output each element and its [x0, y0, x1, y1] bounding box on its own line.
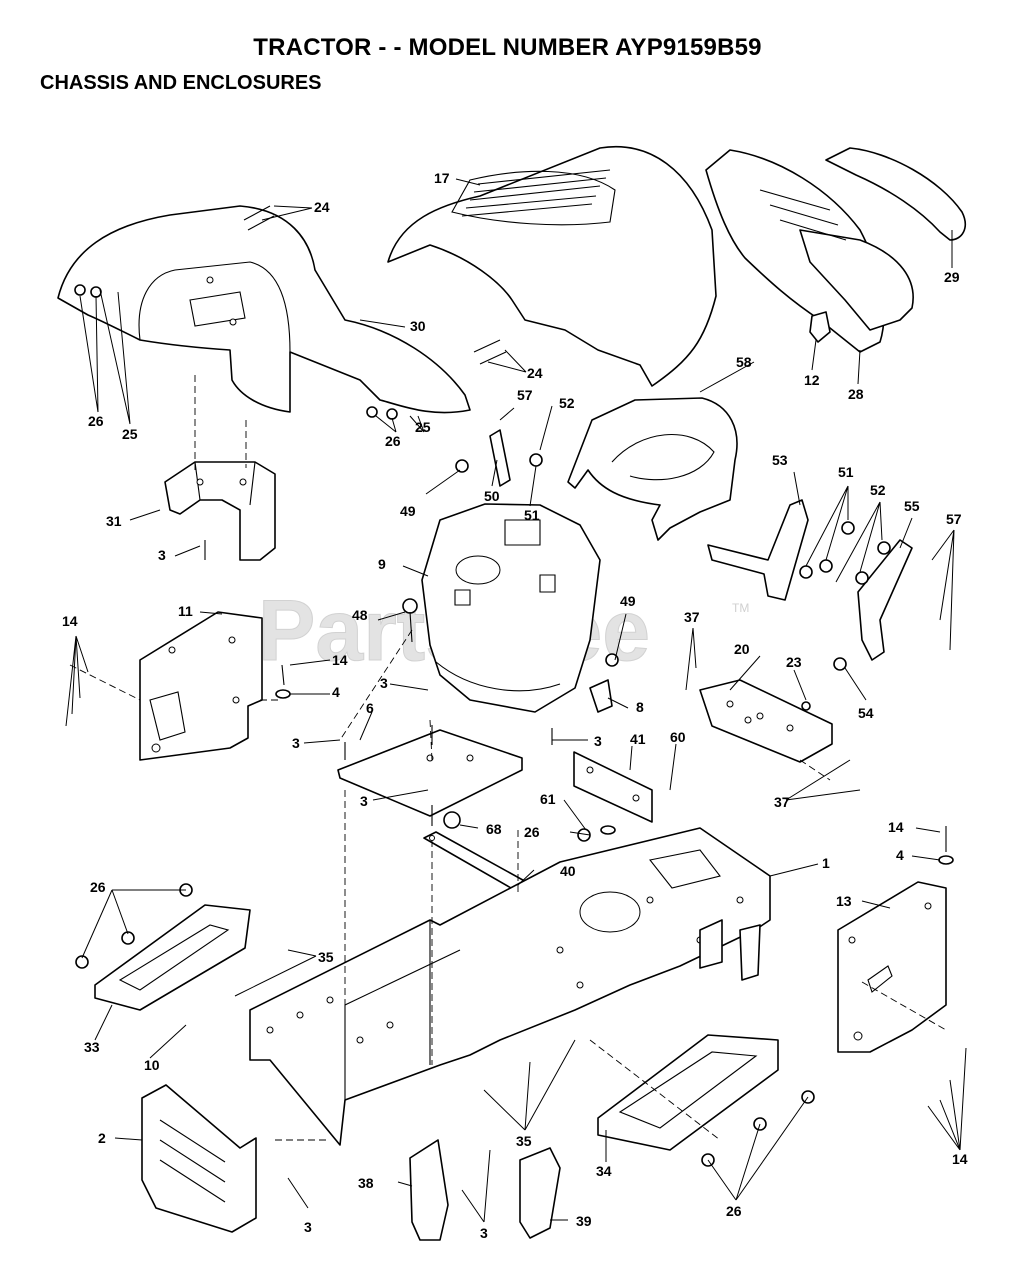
callout-48[interactable]: 48: [352, 607, 368, 623]
callout-23[interactable]: 23: [786, 654, 802, 670]
callout-4[interactable]: 4: [332, 684, 340, 700]
callout-33[interactable]: 33: [84, 1039, 100, 1055]
section-title: CHASSIS AND ENCLOSURES: [40, 72, 322, 94]
dash-panel-part[interactable]: [421, 503, 601, 713]
callout-26[interactable]: 26: [385, 433, 401, 449]
callout-58[interactable]: 58: [736, 354, 752, 370]
right-side-panel-part[interactable]: [837, 881, 947, 1053]
callout-41[interactable]: 41: [630, 731, 646, 747]
main-frame-part[interactable]: [249, 827, 771, 1146]
callout-26[interactable]: 26: [88, 413, 104, 429]
hitch-bracket-right-part[interactable]: [519, 1147, 561, 1239]
callout-29[interactable]: 29: [944, 269, 960, 285]
callout-3[interactable]: 3: [292, 735, 300, 751]
watermark-trademark: TM: [732, 601, 749, 615]
hitch-bracket-left-part[interactable]: [409, 1139, 449, 1241]
callout-54[interactable]: 54: [858, 705, 874, 721]
steering-bracket-part[interactable]: [707, 499, 809, 601]
callout-9[interactable]: 9: [378, 556, 386, 572]
assembly-lines: [69, 375, 947, 1141]
front-plate-part[interactable]: [141, 1084, 257, 1233]
callout-35[interactable]: 35: [516, 1133, 532, 1149]
callout-14[interactable]: 14: [62, 613, 78, 629]
hardware-fasteners: [74, 205, 954, 1167]
support-bracket-part[interactable]: [857, 539, 913, 661]
callout-60[interactable]: 60: [670, 729, 686, 745]
right-footrest-part[interactable]: [597, 1034, 779, 1151]
callout-3[interactable]: 3: [360, 793, 368, 809]
callout-1[interactable]: 1: [822, 855, 830, 871]
callout-57[interactable]: 57: [517, 387, 533, 403]
callout-31[interactable]: 31: [106, 513, 122, 529]
callout-25[interactable]: 25: [415, 419, 431, 435]
callout-3[interactable]: 3: [480, 1225, 488, 1241]
callout-13[interactable]: 13: [836, 893, 852, 909]
callout-26[interactable]: 26: [726, 1203, 742, 1219]
callout-11[interactable]: 11: [178, 603, 193, 619]
callout-51[interactable]: 51: [838, 464, 854, 480]
callout-2[interactable]: 2: [98, 1130, 106, 1146]
callout-28[interactable]: 28: [848, 386, 864, 402]
callout-14[interactable]: 14: [332, 652, 348, 668]
callout-24[interactable]: 24: [527, 365, 543, 381]
callout-14[interactable]: 14: [952, 1151, 968, 1167]
page-title: TRACTOR - - MODEL NUMBER AYP9159B59: [253, 34, 762, 61]
callout-20[interactable]: 20: [734, 641, 750, 657]
callout-55[interactable]: 55: [904, 498, 920, 514]
callout-49[interactable]: 49: [400, 503, 416, 519]
side-panel-part[interactable]: [825, 147, 966, 241]
grille-housing-part[interactable]: [705, 149, 914, 353]
callout-52[interactable]: 52: [559, 395, 575, 411]
dash-bracket-part[interactable]: [164, 461, 276, 561]
callout-3[interactable]: 3: [158, 547, 166, 563]
callout-39[interactable]: 39: [576, 1213, 592, 1229]
callout-leaders: [65, 178, 967, 1223]
callout-26[interactable]: 26: [524, 824, 540, 840]
callout-17[interactable]: 17: [434, 170, 450, 186]
callout-38[interactable]: 38: [358, 1175, 374, 1191]
callout-3[interactable]: 3: [304, 1219, 312, 1235]
callout-35[interactable]: 35: [318, 949, 334, 965]
callout-30[interactable]: 30: [410, 318, 426, 334]
callout-40[interactable]: 40: [560, 863, 576, 879]
fender-panel-part[interactable]: [57, 205, 471, 414]
callout-8[interactable]: 8: [636, 699, 644, 715]
callout-37[interactable]: 37: [684, 609, 700, 625]
callout-25[interactable]: 25: [122, 426, 138, 442]
callout-68[interactable]: 68: [486, 821, 502, 837]
callout-10[interactable]: 10: [144, 1057, 160, 1073]
cross-bar-part[interactable]: [423, 831, 531, 893]
callout-6[interactable]: 6: [366, 700, 374, 716]
callout-37[interactable]: 37: [774, 794, 790, 810]
left-side-panel-part[interactable]: [139, 611, 263, 761]
left-footrest-part[interactable]: [94, 904, 251, 1011]
callout-labels: 17 24 29 30 24 12 28 58 25 26 57 52 26 2…: [62, 170, 968, 1241]
mount-plate-part[interactable]: [699, 679, 833, 763]
callout-49[interactable]: 49: [620, 593, 636, 609]
callout-12[interactable]: 12: [804, 372, 820, 388]
callout-52[interactable]: 52: [870, 482, 886, 498]
callout-3[interactable]: 3: [594, 733, 602, 749]
callout-61[interactable]: 61: [540, 791, 556, 807]
callout-57[interactable]: 57: [946, 511, 962, 527]
hood-part[interactable]: [387, 146, 717, 387]
engine-shroud-part[interactable]: [567, 397, 738, 541]
callout-26[interactable]: 26: [90, 879, 106, 895]
callout-34[interactable]: 34: [596, 1163, 612, 1179]
bracket-strip-part[interactable]: [573, 751, 653, 823]
callout-51[interactable]: 51: [524, 507, 540, 523]
callout-3[interactable]: 3: [380, 675, 388, 691]
callout-24[interactable]: 24: [314, 199, 330, 215]
callout-50[interactable]: 50: [484, 488, 500, 504]
callout-4[interactable]: 4: [896, 847, 904, 863]
latch-part[interactable]: [809, 311, 831, 343]
callout-53[interactable]: 53: [772, 452, 788, 468]
callout-14[interactable]: 14: [888, 819, 904, 835]
